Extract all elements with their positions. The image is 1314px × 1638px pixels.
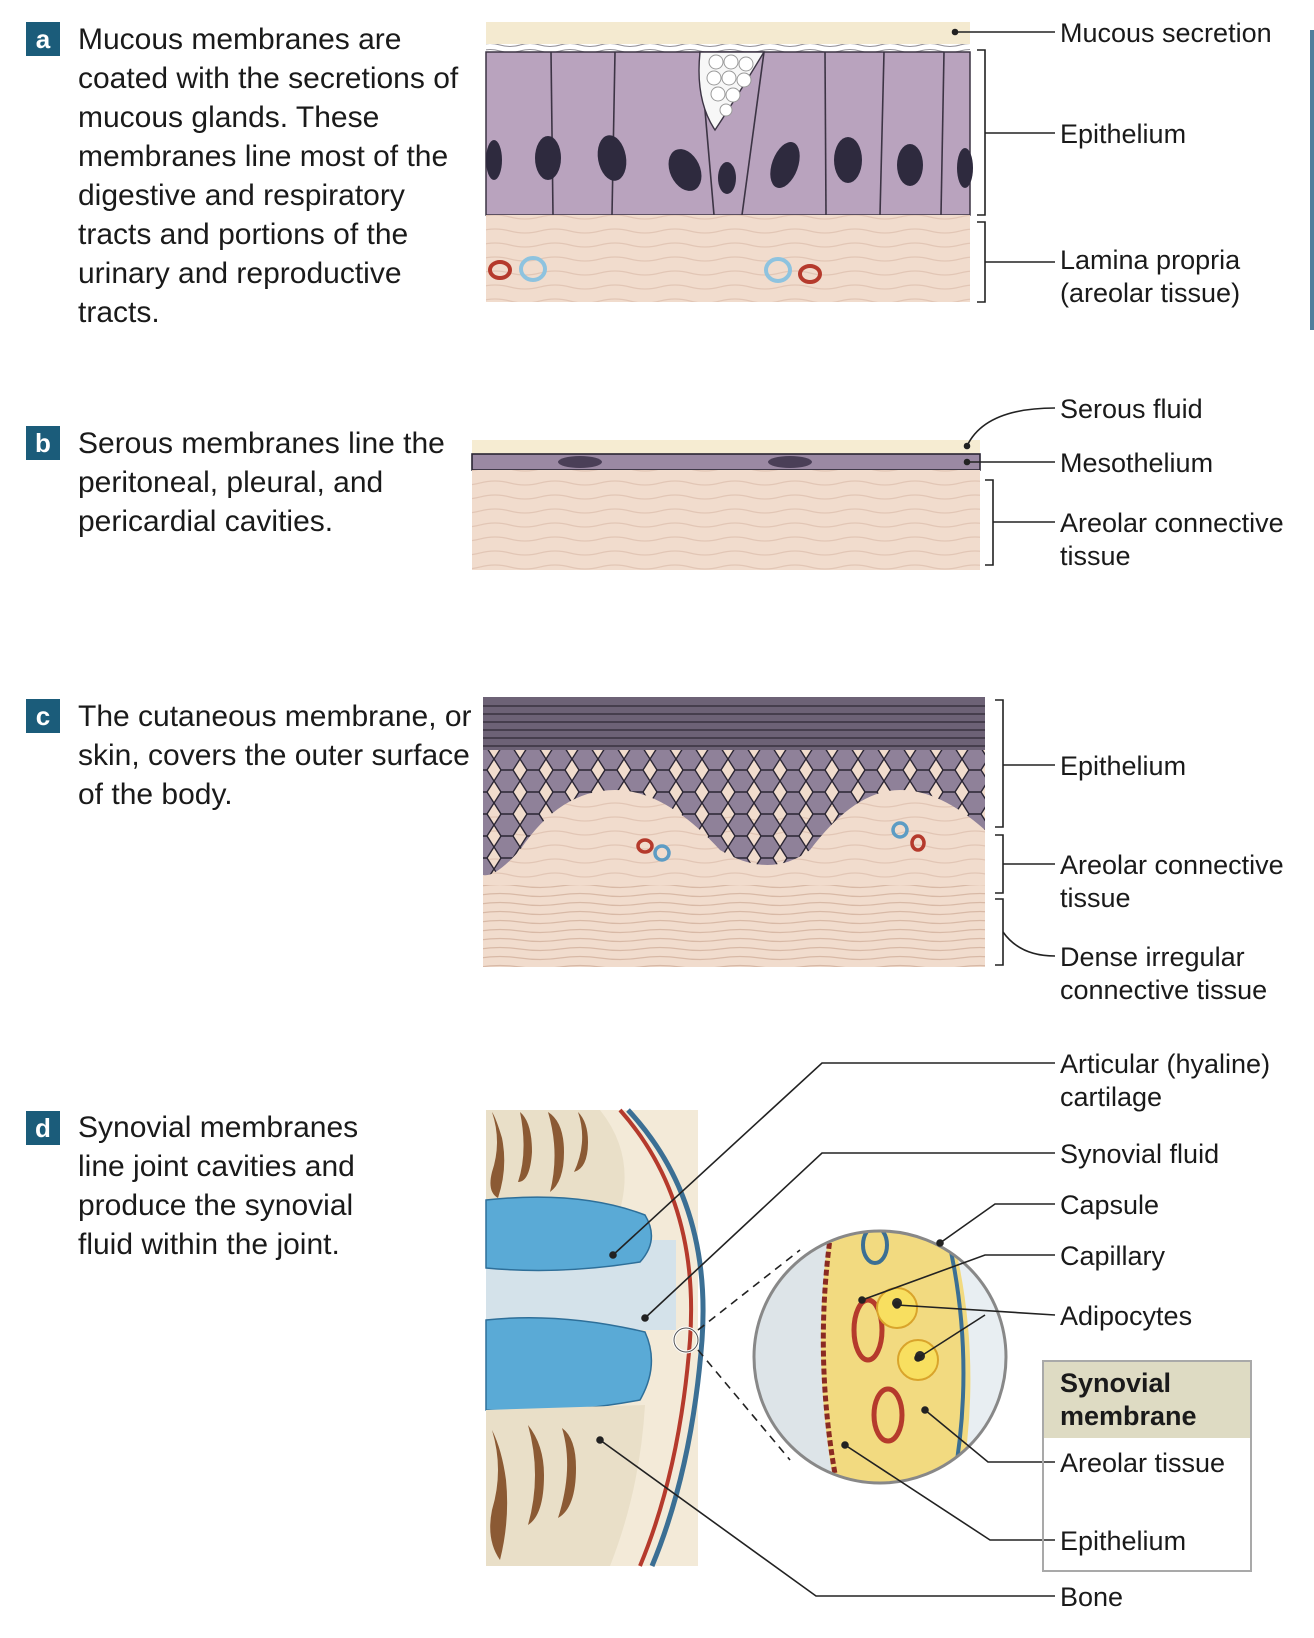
legend-item-epithelium: Epithelium xyxy=(1060,1526,1187,1556)
synovial-joint-illustration xyxy=(485,1108,1008,1567)
mucous-membrane-illustration xyxy=(485,22,973,302)
label-dense-irregular-connective-tissue: Dense irregular connective tissue xyxy=(1060,942,1268,1005)
label-synovial-fluid: Synovial fluid xyxy=(1060,1139,1220,1169)
side-accent-bar xyxy=(1310,30,1314,330)
cutaneous-membrane-illustration xyxy=(483,697,985,967)
panel-c-badge: c xyxy=(26,699,60,733)
label-adipocytes: Adipocytes xyxy=(1060,1301,1193,1331)
legend-header xyxy=(1044,1362,1250,1438)
label-capillary: Capillary xyxy=(1060,1241,1166,1271)
serous-membrane-illustration xyxy=(471,440,981,570)
label-epithelium-a: Epithelium xyxy=(1060,119,1187,149)
label-areolar-connective-tissue-c: Areolar connective tissue xyxy=(1060,850,1284,913)
panel-c-description: The cutaneous membrane, or skin, covers … xyxy=(78,700,472,811)
label-mucous-secretion: Mucous secretion xyxy=(1060,18,1272,48)
label-serous-fluid: Serous fluid xyxy=(1060,394,1203,424)
panel-a-badge: a xyxy=(26,22,60,56)
panel-d-description: Synovial membranes line joint cavities a… xyxy=(78,1111,359,1261)
label-areolar-connective-tissue-b: Areolar connective tissue xyxy=(1060,508,1284,571)
panel-a-description: Mucous membranes are coated with the sec… xyxy=(78,23,459,329)
label-bone: Bone xyxy=(1060,1582,1124,1612)
label-articular-cartilage: Articular (hyaline) cartilage xyxy=(1060,1049,1271,1112)
leader-lines xyxy=(596,28,1056,1597)
panel-b-description: Serous membranes line the peritoneal, pl… xyxy=(78,427,445,538)
legend-title: Synovial membrane xyxy=(1060,1368,1197,1431)
panel-b-badge: b xyxy=(26,426,60,460)
panel-d-badge: d xyxy=(26,1111,60,1145)
label-capsule: Capsule xyxy=(1060,1190,1160,1220)
label-lamina-propria: Lamina propria (areolar tissue) xyxy=(1060,245,1241,308)
label-mesothelium: Mesothelium xyxy=(1060,448,1214,478)
label-epithelium-c: Epithelium xyxy=(1060,751,1187,781)
synovial-membrane-legend xyxy=(1042,1360,1252,1572)
legend-item-areolar-tissue: Areolar tissue xyxy=(1060,1448,1226,1478)
